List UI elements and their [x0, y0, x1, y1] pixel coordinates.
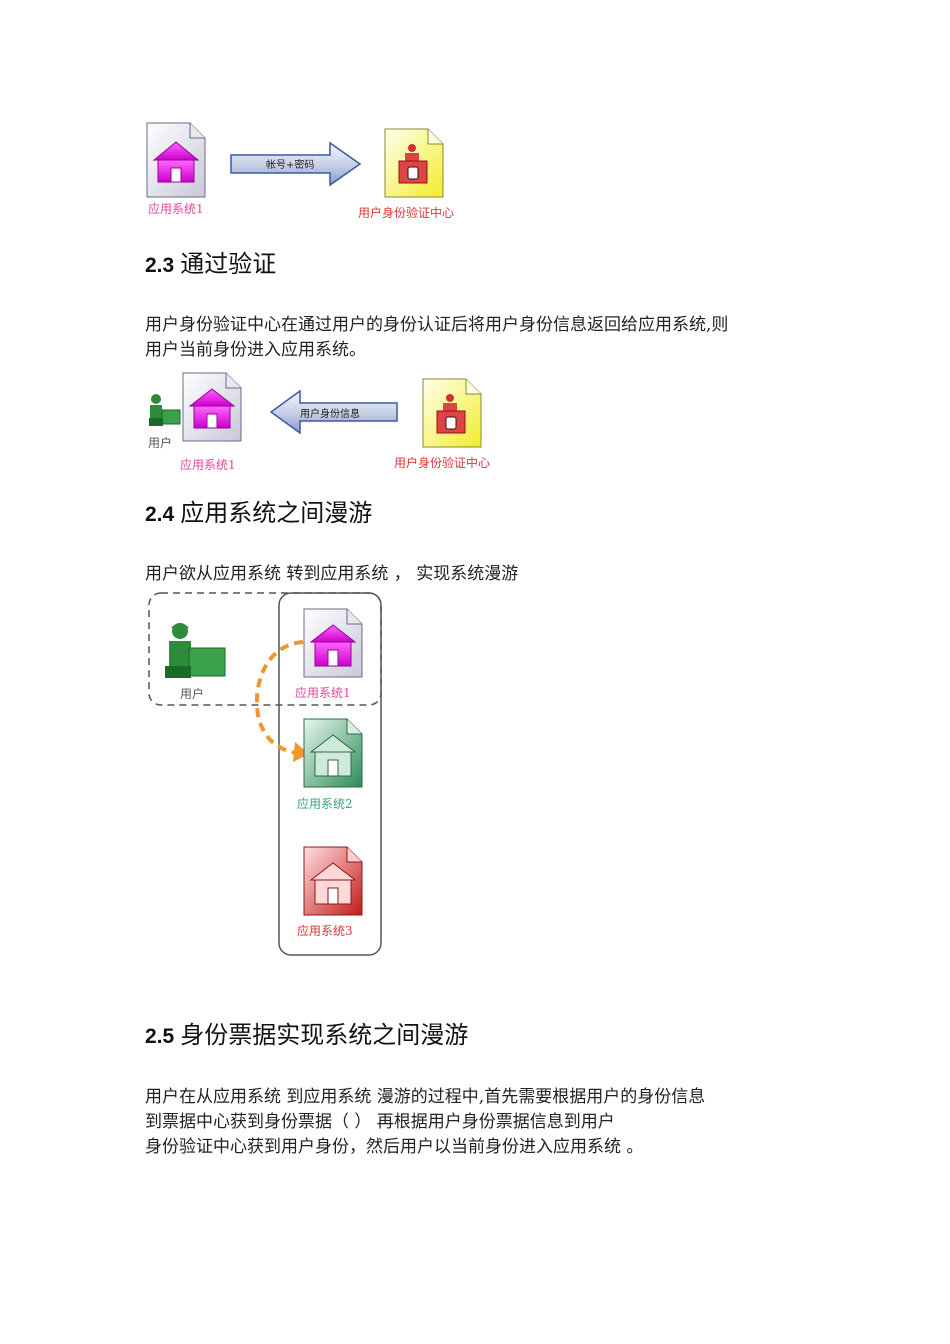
arrow-label-credentials: 帐号+密码	[266, 160, 315, 171]
roaming-diagram-frame	[148, 592, 382, 956]
app-system-1-label: 应用系统1	[180, 458, 236, 472]
arrow-label-identity-info: 用户身份信息	[300, 409, 360, 420]
user-label: 用户	[180, 687, 205, 701]
user-label: 用户	[148, 436, 173, 450]
user-icon	[165, 623, 226, 678]
app-system-1-label: 应用系统1	[148, 202, 204, 216]
figure-roaming: 用户 应用系统1 应用系统2 应用系统3	[145, 590, 390, 962]
arrow-right-icon	[230, 141, 362, 187]
app-system-1-label: 应用系统1	[295, 686, 351, 700]
section-2-4-paragraph: 用户欲从应用系统 转到应用系统 ， 实现系统漫游	[145, 564, 519, 584]
auth-center-label: 用户身份验证中心	[394, 456, 491, 470]
auth-center-label: 用户身份验证中心	[358, 206, 455, 220]
arrow-left-icon	[269, 389, 398, 435]
section-2-5-paragraph: 用户在从应用系统 到应用系统 漫游的过程中,首先需要根据用户的身份信息 到票据中…	[145, 1087, 706, 1157]
auth-center-icon	[422, 378, 482, 448]
app-system-1-icon	[182, 372, 242, 442]
app-system-3-icon	[303, 846, 363, 916]
app-system-3-label: 应用系统3	[297, 924, 353, 938]
section-2-3-paragraph: 用户身份验证中心在通过用户的身份认证后将用户身份信息返回给应用系统,则 用户当前…	[145, 315, 729, 360]
auth-center-icon	[384, 128, 444, 198]
app-system-1-icon	[303, 608, 363, 678]
figure-login-request: 应用系统1 帐号+密码 用户身份验证中心	[140, 118, 480, 228]
app-system-1-icon	[146, 122, 206, 198]
figure-identity-return: 用户 应用系统1 用户身份信息 用户身份验证中心	[140, 370, 520, 480]
user-icon	[149, 394, 181, 426]
app-system-2-label: 应用系统2	[297, 797, 353, 811]
app-system-2-icon	[303, 718, 363, 788]
